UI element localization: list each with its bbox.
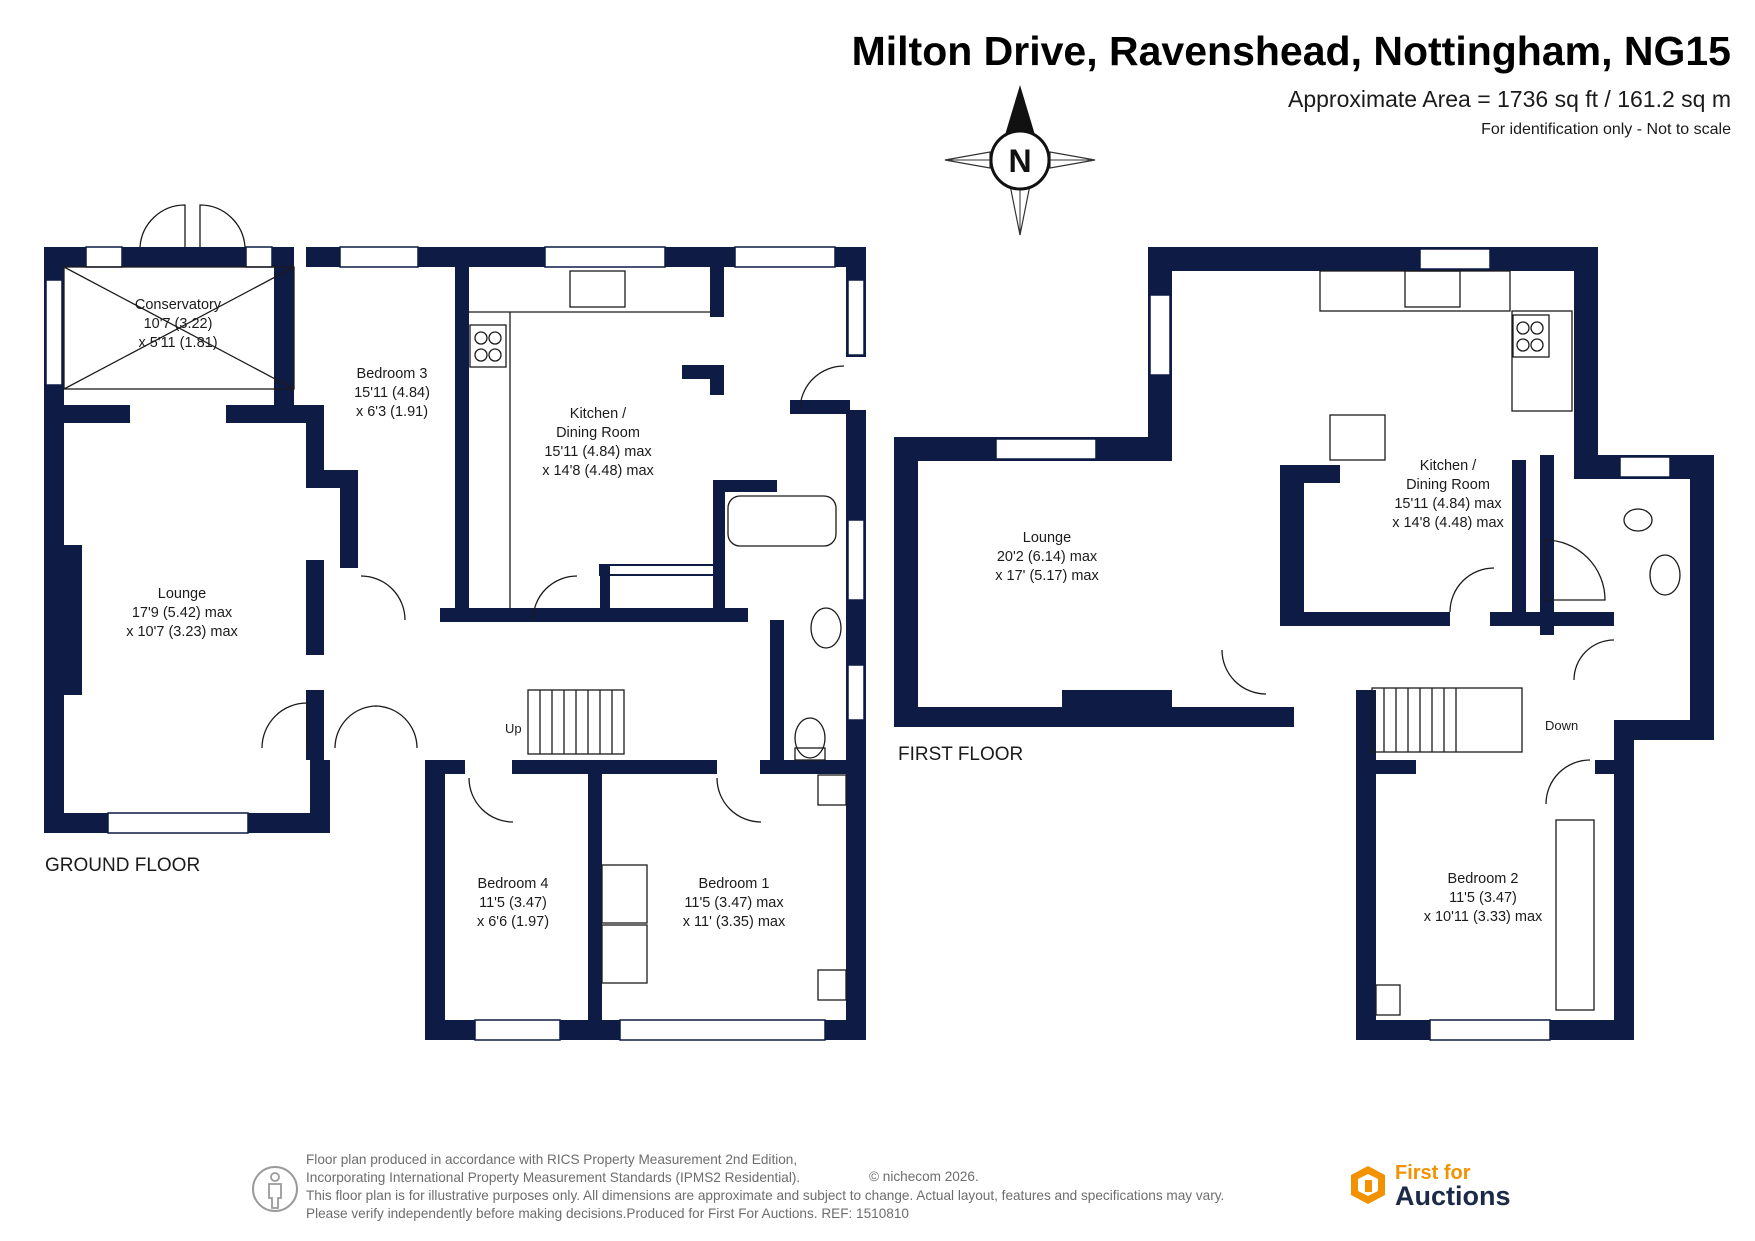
brand-logo-icon	[1351, 1166, 1385, 1204]
ff-kitchen-dim2: x 14'8 (4.48) max	[1392, 515, 1504, 531]
north-compass-icon: N	[944, 85, 1096, 236]
compass-letter: N	[1008, 143, 1031, 179]
gf-lounge-name: Lounge	[158, 586, 206, 602]
bedroom4-name: Bedroom 4	[478, 876, 549, 892]
ff-kitchen-name1: Kitchen /	[1420, 458, 1477, 474]
conservatory-dim2: x 5'11 (1.81)	[138, 335, 217, 351]
first-floor-fixtures	[1221, 270, 1681, 1016]
ff-lounge-name: Lounge	[1023, 530, 1071, 546]
gf-kitchen-dim2: x 14'8 (4.48) max	[542, 463, 654, 479]
bedroom3-dim1: 15'11 (4.84)	[354, 385, 430, 401]
bedroom2-dim1: 11'5 (3.47)	[1449, 890, 1517, 906]
first-floor-label: FIRST FLOOR	[898, 744, 1023, 765]
bedroom2-dim2: x 10'11 (3.33) max	[1424, 909, 1543, 925]
gf-lounge-dim2: x 10'7 (3.23) max	[126, 624, 238, 640]
bedroom1-name: Bedroom 1	[699, 876, 770, 892]
ff-lounge-dim1: 20'2 (6.14) max	[997, 549, 1098, 565]
footer-line1: Floor plan produced in accordance with R…	[306, 1152, 798, 1167]
bedroom3-dim2: x 6'3 (1.91)	[356, 404, 428, 420]
ff-lounge-dim2: x 17' (5.17) max	[995, 568, 1099, 584]
conservatory-dim1: 10'7 (3.22)	[144, 316, 213, 332]
ground-floor-fixtures	[63, 204, 847, 1001]
conservatory-name: Conservatory	[135, 297, 222, 313]
gf-lounge-dim1: 17'9 (5.42) max	[132, 605, 233, 621]
property-title: Milton Drive, Ravenshead, Nottingham, NG…	[851, 28, 1731, 74]
gf-kitchen-name2: Dining Room	[556, 425, 640, 441]
ff-kitchen-name2: Dining Room	[1406, 477, 1490, 493]
bedroom3-name: Bedroom 3	[357, 366, 428, 382]
ground-floor-label: GROUND FLOOR	[45, 855, 200, 876]
bedroom4-dim1: 11'5 (3.47)	[479, 895, 547, 911]
ground-floor-plan	[44, 246, 866, 1041]
identification-note: For identification only - Not to scale	[1481, 121, 1731, 138]
bedroom1-dim1: 11'5 (3.47) max	[684, 895, 784, 911]
gf-kitchen-dim1: 15'11 (4.84) max	[544, 444, 652, 460]
ff-stairs-label: Down	[1545, 718, 1578, 733]
gf-kitchen-name1: Kitchen /	[570, 406, 627, 422]
brand-name-line2: Auctions	[1395, 1181, 1511, 1211]
brand-name-line1: First for	[1395, 1162, 1471, 1184]
footer-line4: Please verify independently before makin…	[306, 1206, 909, 1221]
footer-line3: This floor plan is for illustrative purp…	[306, 1188, 1225, 1203]
copyright-note: © nichecom 2026.	[869, 1169, 979, 1184]
footer-disclaimer: Floor plan produced in accordance with R…	[306, 1151, 1336, 1223]
bedroom2-name: Bedroom 2	[1448, 871, 1519, 887]
approximate-area: Approximate Area = 1736 sq ft / 161.2 sq…	[1287, 86, 1731, 112]
first-for-auctions-logo: First for Auctions	[1347, 1162, 1511, 1211]
first-floor-plan	[894, 247, 1714, 1041]
gf-stairs-label: Up	[505, 721, 522, 736]
ff-kitchen-dim1: 15'11 (4.84) max	[1394, 496, 1502, 512]
bedroom1-dim2: x 11' (3.35) max	[683, 914, 786, 930]
person-icon	[252, 1166, 298, 1212]
footer-line2: Incorporating International Property Mea…	[306, 1170, 801, 1185]
bedroom4-dim2: x 6'6 (1.97)	[477, 914, 549, 930]
